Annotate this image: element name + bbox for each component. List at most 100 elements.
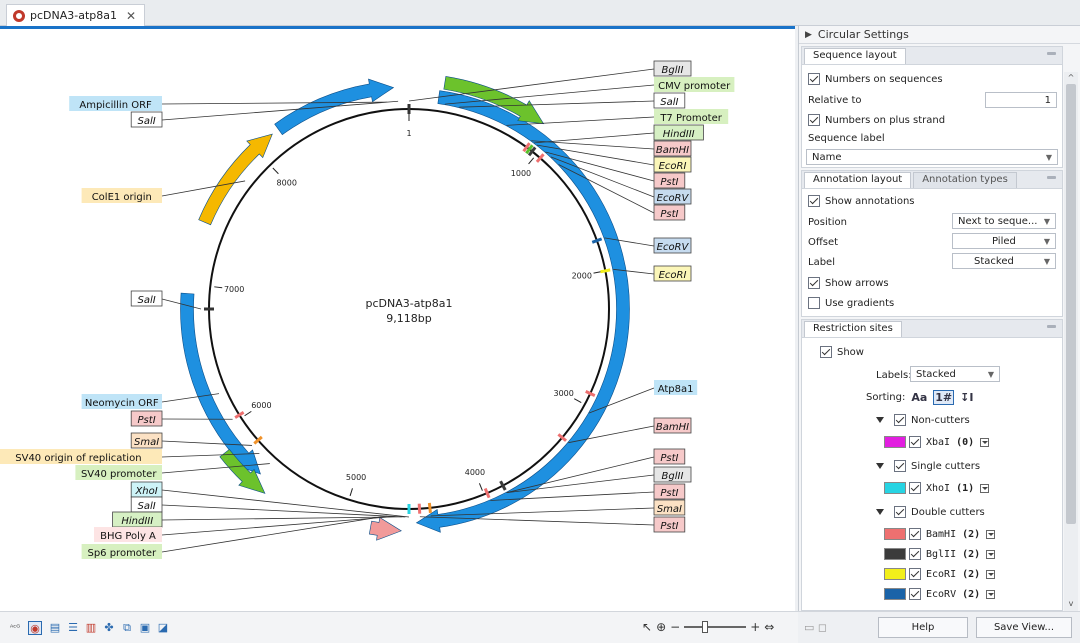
enzyme-row-xhoi[interactable]: XhoI (1) [884,482,990,494]
group-double-cutters[interactable]: Double cutters [876,506,985,518]
enzyme-row-ecori[interactable]: EcoRI (2) [884,568,996,580]
enzyme-row-bglii[interactable]: BglII (2) [884,548,996,560]
side-panel-header[interactable]: ▶ Circular Settings [799,26,1080,44]
offset-select[interactable]: Piled ▼ [952,233,1056,249]
tick-label: 1 [406,129,411,138]
enzyme-color-swatch[interactable] [884,548,906,560]
scroll-up-icon[interactable]: ^ [1067,73,1075,82]
show-restriction-row[interactable]: Show [820,346,864,358]
plasmid-map[interactable]: pcDNA3-atp8a19,118bp11000200030004000500… [0,29,795,611]
enzyme-color-swatch[interactable] [884,588,906,600]
dropdown-icon[interactable] [986,589,996,599]
feature-label: PstI [660,453,678,464]
pointer-icon[interactable]: ↖ [642,620,653,634]
tab-annotation-types[interactable]: Annotation types [913,172,1017,188]
numbers-on-sequences-row[interactable]: Numbers on sequences [808,73,943,85]
save-view-button[interactable]: Save View... [976,617,1072,638]
use-gradients-checkbox[interactable] [808,297,820,309]
sorting-row: Sorting: Aa 1# ↧I [866,390,973,405]
annotation-table-icon[interactable]: ▥ [85,621,97,634]
circular-view-icon[interactable]: ◉ [28,621,42,635]
enzyme-color-swatch[interactable] [884,528,906,540]
numbers-on-plus-row[interactable]: Numbers on plus strand [808,114,945,126]
tick-mark [244,410,252,417]
text-view-icon[interactable]: ☰ [68,621,78,634]
use-gradients-row[interactable]: Use gradients [808,297,894,309]
relative-to-input[interactable]: 1 [985,92,1057,108]
label-leader-line [161,463,270,474]
label-select[interactable]: Stacked ▼ [952,253,1056,269]
select-value: Stacked [916,368,956,380]
minimize-icon[interactable] [1047,176,1056,179]
scroll-down-icon[interactable]: v [1068,599,1074,608]
tab-annotation-layout[interactable]: Annotation layout [804,172,912,188]
primer-icon[interactable]: ⧉ [123,621,131,634]
minimize-icon[interactable] [1047,325,1056,328]
show-annotations-checkbox[interactable] [808,195,820,207]
position-select[interactable]: Next to seque... ▼ [952,213,1056,229]
side-panel-scrollbar[interactable]: ^ v [1064,72,1078,611]
group-non-cutters[interactable]: Non-cutters [876,414,970,426]
zoom-in-icon[interactable]: + [750,620,761,634]
tab-sequence-layout[interactable]: Sequence layout [804,48,906,64]
dropdown-icon[interactable] [986,549,996,559]
zoom-out-icon[interactable]: − [670,620,681,634]
show-arrows-row[interactable]: Show arrows [808,277,889,289]
labels-select[interactable]: Stacked ▼ [910,366,1000,382]
sort-alphabetical-icon[interactable]: Aa [911,391,928,404]
tick-label: 2000 [572,271,592,280]
enzyme-color-swatch[interactable] [884,436,906,448]
collapse-panel-icon[interactable]: ▶ [805,29,812,40]
tab-restriction-sites[interactable]: Restriction sites [804,321,902,337]
numbers-on-sequences-checkbox[interactable] [808,73,820,85]
sort-by-position-icon[interactable]: ↧I [960,391,974,404]
show-restriction-checkbox[interactable] [820,346,832,358]
expand-triangle-icon[interactable] [876,509,884,515]
linear-map-icon[interactable]: ▤ [49,621,61,634]
dropdown-icon[interactable] [986,529,996,539]
enzyme-checkbox[interactable] [909,436,921,448]
show-arrows-checkbox[interactable] [808,277,820,289]
close-icon[interactable]: ✕ [126,8,137,23]
dropdown-icon[interactable] [986,569,996,579]
restriction-site-marker [499,480,507,491]
dropdown-icon[interactable] [980,437,990,447]
enzyme-color-swatch[interactable] [884,568,906,580]
fit-width-icon[interactable]: ⇔ [764,620,775,634]
group-checkbox[interactable] [894,460,906,472]
help-button[interactable]: Help [878,617,968,638]
zoom-slider[interactable] [684,621,747,633]
restriction-site-marker [585,390,596,397]
enzyme-row-bamhi[interactable]: BamHI (2) [884,528,996,540]
label-box [94,527,162,542]
expand-triangle-icon[interactable] [876,463,884,469]
scrollbar-thumb[interactable] [1066,84,1076,524]
minimize-icon[interactable] [1047,52,1056,55]
enzyme-checkbox[interactable] [909,482,921,494]
zoom-slider-handle[interactable] [702,621,709,633]
sequence-view-icon[interactable]: ᴬᶜᴳ [9,623,21,632]
enzyme-color-swatch[interactable] [884,482,906,494]
numbers-on-plus-checkbox[interactable] [808,114,820,126]
enzyme-checkbox[interactable] [909,588,921,600]
enzyme-checkbox[interactable] [909,528,921,540]
element-info-icon[interactable]: ◪ [157,621,169,634]
enzyme-checkbox[interactable] [909,568,921,580]
group-checkbox[interactable] [894,506,906,518]
sequence-label-select[interactable]: Name ▼ [806,149,1058,165]
enzyme-row-ecorv[interactable]: EcoRV (2) [884,588,996,600]
restriction-sites-icon[interactable]: ✤ [104,621,114,634]
collapse-icon[interactable]: ▭ ◻ [804,621,828,634]
history-icon[interactable]: ▣ [139,621,151,634]
expand-triangle-icon[interactable] [876,417,884,423]
zoom-in-mode-icon[interactable]: ⊕ [656,620,667,634]
tab-pcdna3-atp8a1[interactable]: pcDNA3-atp8a1 ✕ [6,4,146,26]
sort-by-count-icon[interactable]: 1# [933,390,955,405]
group-checkbox[interactable] [894,414,906,426]
enzyme-row-xbai[interactable]: XbaI (0) [884,436,990,448]
enzyme-checkbox[interactable] [909,548,921,560]
show-annotations-row[interactable]: Show annotations [808,195,915,207]
group-single-cutters[interactable]: Single cutters [876,460,980,472]
dropdown-icon[interactable] [980,483,990,493]
